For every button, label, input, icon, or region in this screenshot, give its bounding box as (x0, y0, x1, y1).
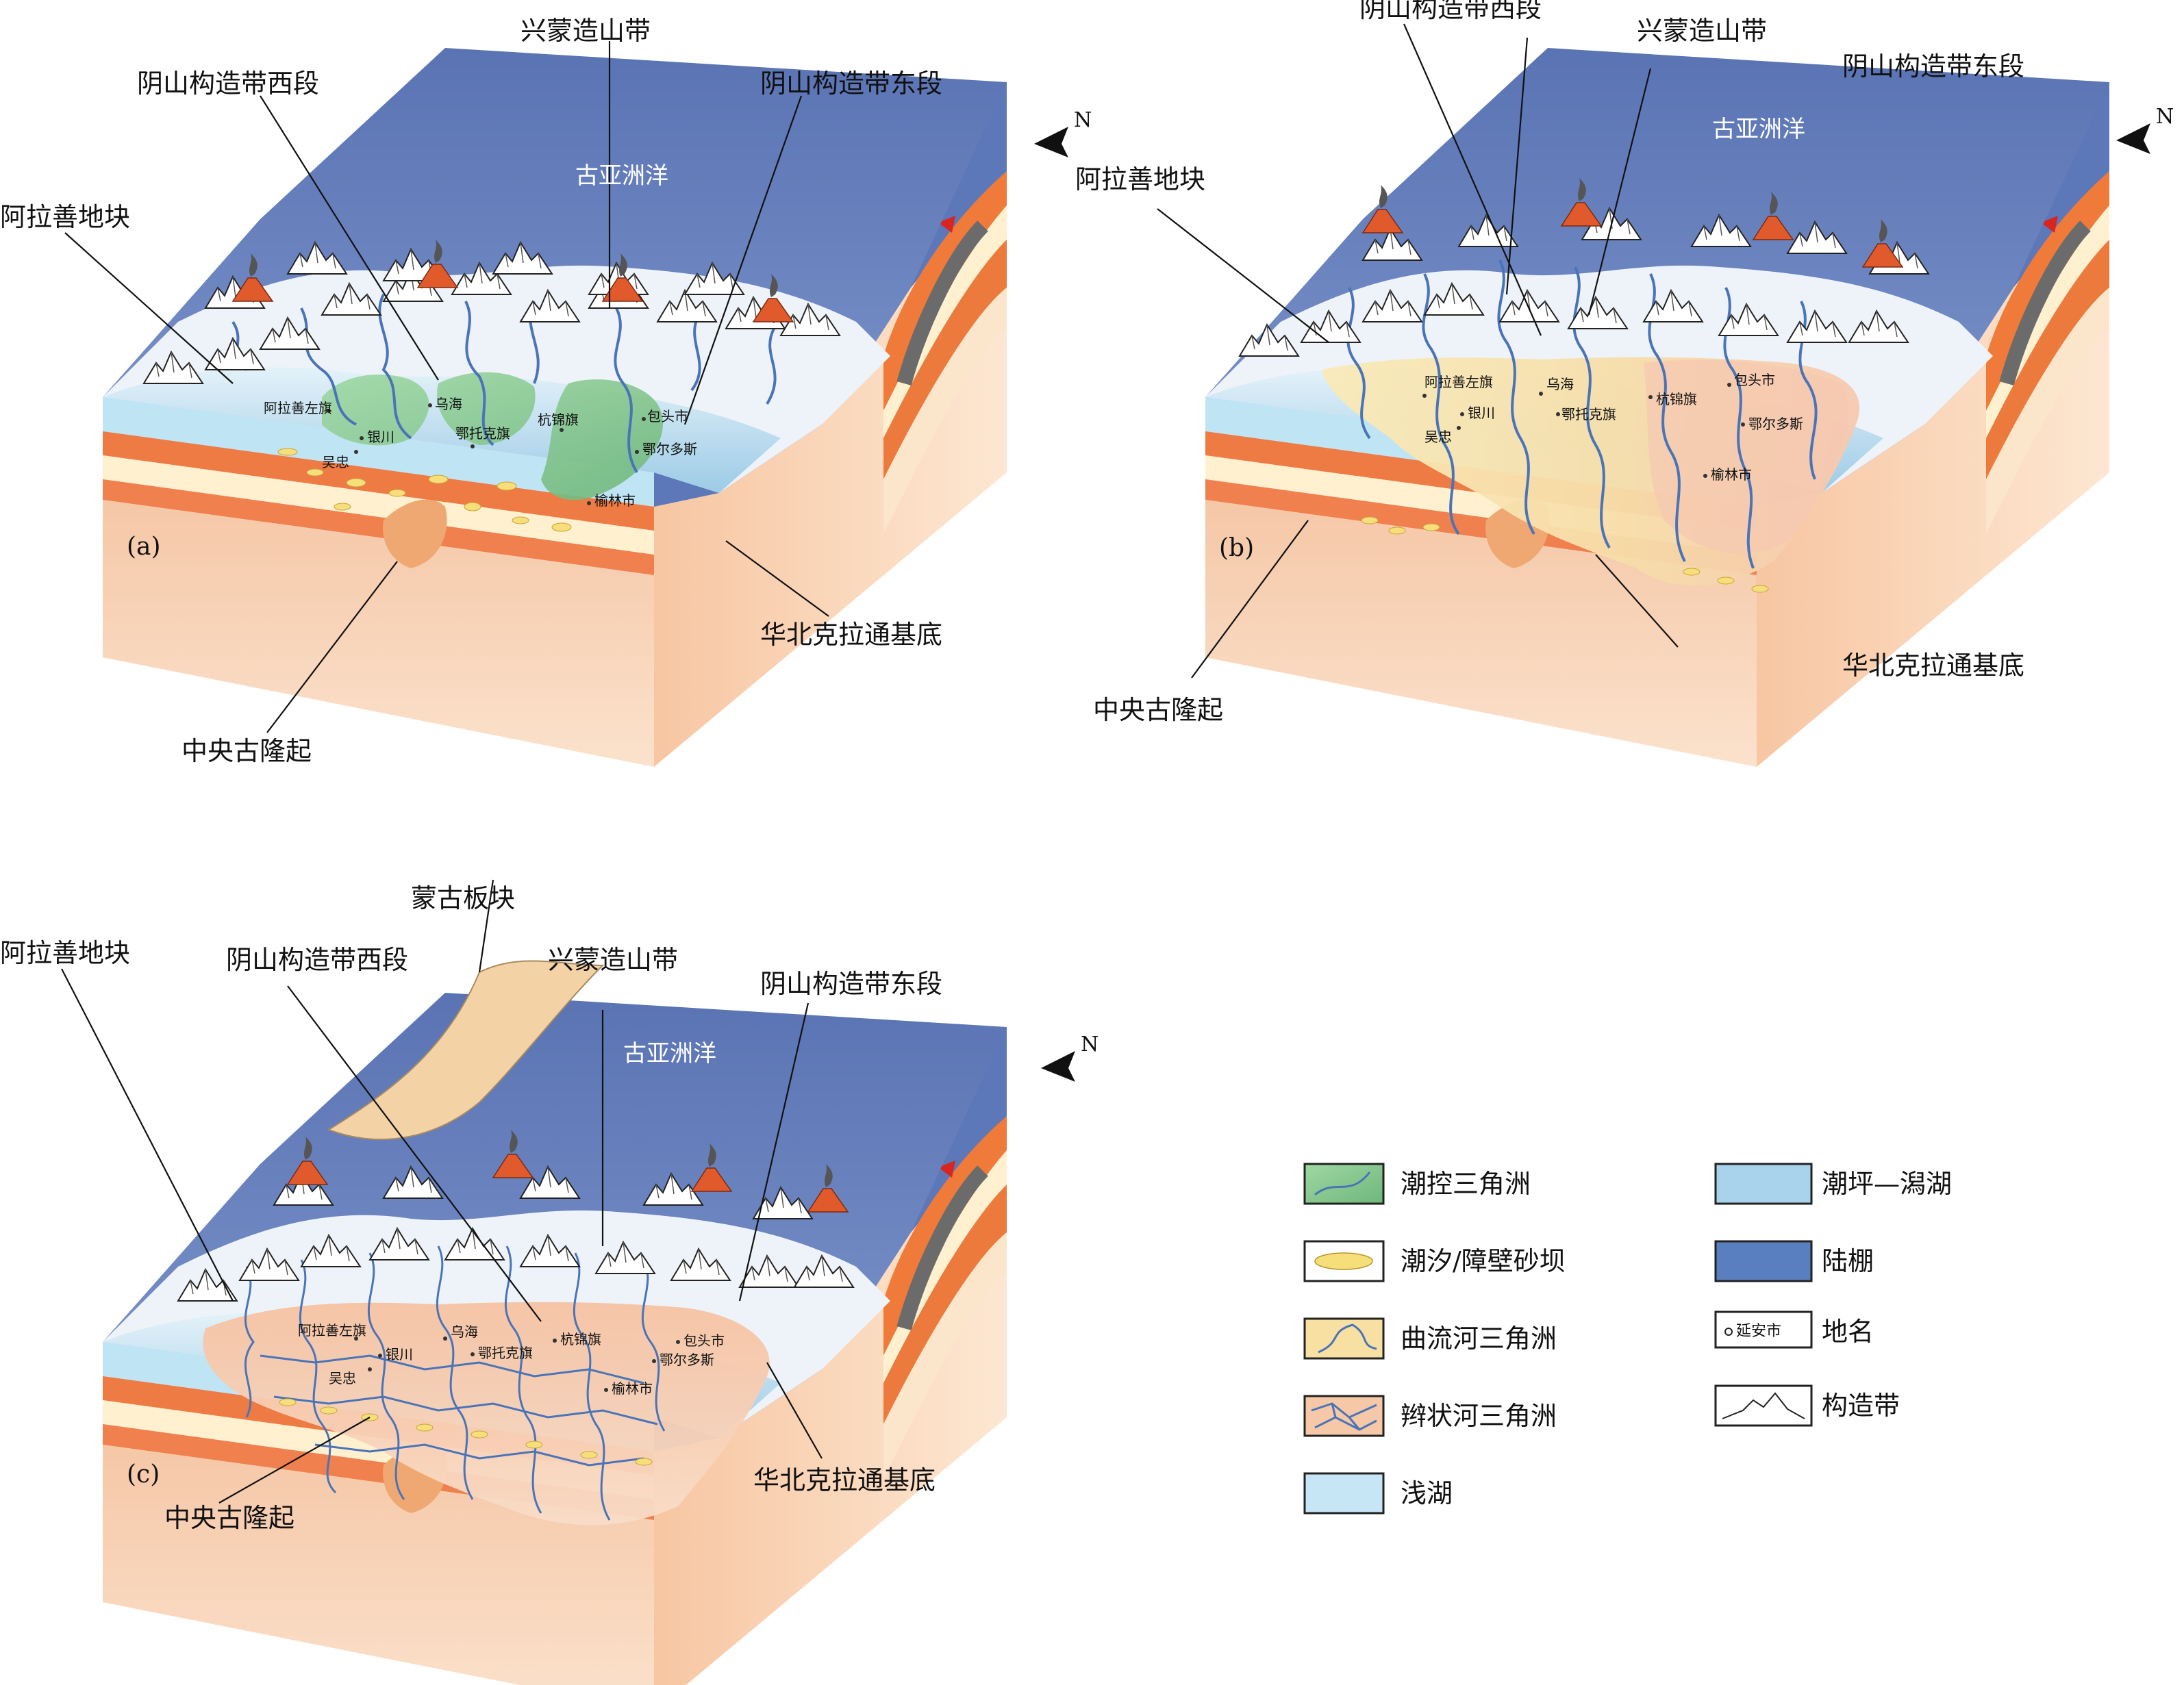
ocean-label-c: 古亚洲洋 (623, 1040, 716, 1067)
svg-text:潮控三角洲: 潮控三角洲 (1401, 1169, 1531, 1199)
label-xingmeng-c: 兴蒙造山带 (548, 945, 678, 975)
legend-item-shallow-lake: 浅湖 (1303, 1472, 1453, 1515)
north-arrow-a: N (1034, 108, 1092, 157)
svg-text:潮汐/障壁砂坝: 潮汐/障壁砂坝 (1401, 1246, 1566, 1276)
label-mongolia-c: 蒙古板块 (411, 883, 515, 913)
panel-c: 阿拉善左旗 乌海 银川 吴忠 鄂托克旗 杭锦旗 包头市 鄂尔多斯 榆林市 (0, 879, 1099, 1685)
city-yulin-a: 榆林市 (594, 492, 636, 509)
svg-text:N: N (1074, 108, 1092, 132)
svg-text:N: N (2156, 105, 2174, 129)
north-arrow-b: N (2116, 105, 2174, 154)
label-yinshan-west-c: 阴山构造带西段 (226, 945, 408, 975)
label-alashan-c: 阿拉善地块 (0, 938, 130, 968)
city-hangjin-c: 杭锦旗 (560, 1331, 601, 1347)
legend-item-tidal-bar: 潮汐/障壁砂坝 (1303, 1240, 1566, 1282)
svg-text:辫状河三角洲: 辫状河三角洲 (1401, 1401, 1557, 1431)
svg-text:曲流河三角洲: 曲流河三角洲 (1401, 1323, 1557, 1354)
label-basement-b: 华北克拉通基底 (1842, 650, 2024, 681)
city-yinchuan-b: 银川 (1468, 405, 1495, 421)
tidal-delta-area (322, 372, 664, 501)
label-central-uplift-c: 中央古隆起 (164, 1503, 294, 1533)
leaders-c (61, 879, 823, 1504)
legend: 潮控三角洲 潮汐/障壁砂坝 曲流河三角洲 辫状河三角洲 浅湖 潮坪—潟湖 (1303, 1163, 1952, 1515)
label-yinshan-west-a: 阴山构造带西段 (137, 68, 319, 99)
cities-c: 阿拉善左旗 乌海 银川 吴忠 鄂托克旗 杭锦旗 包头市 鄂尔多斯 榆林市 (298, 1322, 725, 1397)
city-alxa-left-b: 阿拉善左旗 (1424, 374, 1493, 390)
north-arrow-c: N (1041, 1032, 1099, 1082)
city-yulin-c: 榆林市 (612, 1380, 653, 1397)
ocean-label-b: 古亚洲洋 (1712, 116, 1805, 143)
sand-bars-a (277, 448, 572, 532)
cities-b: 阿拉善左旗 乌海 银川 吴忠 鄂托克旗 杭锦旗 包头市 鄂尔多斯 榆林市 (1422, 372, 1803, 483)
leaders-a (64, 41, 829, 733)
city-ordos-b: 鄂尔多斯 (1748, 416, 1803, 432)
city-hangjin-a: 杭锦旗 (538, 411, 579, 428)
svg-text:浅湖: 浅湖 (1401, 1478, 1453, 1508)
label-yinshan-east-b: 阴山构造带东段 (1842, 51, 2024, 81)
city-baotou-a: 包头市 (647, 408, 688, 425)
svg-text:潮坪—潟湖: 潮坪—潟湖 (1822, 1169, 1952, 1199)
mongolia-plate (327, 960, 605, 1141)
city-ordos-c: 鄂尔多斯 (660, 1352, 714, 1368)
city-ordos-a: 鄂尔多斯 (642, 441, 697, 457)
panel-tag-b: (b) (1219, 534, 1254, 562)
label-alashan-a: 阿拉善地块 (0, 202, 130, 232)
city-yulin-b: 榆林市 (1711, 466, 1752, 483)
label-yinshan-west-b: 阴山构造带西段 (1359, 0, 1542, 23)
svg-text:N: N (1081, 1032, 1099, 1056)
svg-text:陆棚: 陆棚 (1822, 1246, 1874, 1276)
city-etuoke-b: 鄂托克旗 (1561, 406, 1616, 422)
panel-b: 阿拉善左旗 乌海 银川 吴忠 鄂托克旗 杭锦旗 包头市 鄂尔多斯 榆林市 (1075, 0, 2174, 767)
label-xingmeng-a: 兴蒙造山带 (520, 16, 651, 46)
panel-a: 阿拉善左旗 乌海 银川 吴忠 鄂托克旗 杭锦旗 包头市 鄂尔多斯 榆林市 (0, 16, 1092, 767)
braided-delta-area-b (1644, 359, 1848, 554)
city-wuzhong-a: 吴忠 (322, 454, 349, 470)
city-wuhai-a: 乌海 (435, 396, 462, 412)
legend-item-place: 延安市 地名 (1714, 1310, 1874, 1349)
city-baotou-c: 包头市 (683, 1332, 725, 1349)
panel-tag-c: (c) (127, 1460, 160, 1488)
svg-text:地名: 地名 (1822, 1317, 1874, 1347)
sand-bars-b (1361, 516, 1769, 593)
legend-item-shelf: 陆棚 (1714, 1240, 1874, 1282)
legend-item-braided-delta: 辫状河三角洲 (1303, 1395, 1557, 1437)
label-yinshan-east-a: 阴山构造带东段 (760, 68, 942, 99)
city-baotou-b: 包头市 (1734, 372, 1775, 388)
label-yinshan-east-c: 阴山构造带东段 (760, 969, 942, 999)
ocean-label-a: 古亚洲洋 (575, 162, 668, 190)
city-yinchuan-c: 银川 (386, 1346, 413, 1363)
legend-item-meander-delta: 曲流河三角洲 (1303, 1317, 1557, 1360)
panel-tag-a: (a) (127, 533, 161, 561)
label-xingmeng-b: 兴蒙造山带 (1637, 16, 1767, 46)
svg-text:构造带: 构造带 (1822, 1391, 1900, 1421)
city-etuoke-a: 鄂托克旗 (455, 425, 510, 442)
city-hangjin-b: 杭锦旗 (1656, 391, 1697, 407)
city-wuhai-b: 乌海 (1546, 376, 1574, 392)
label-basement-a: 华北克拉通基底 (760, 620, 942, 650)
label-central-uplift-a: 中央古隆起 (181, 736, 312, 766)
legend-item-tidal-delta: 潮控三角洲 (1303, 1163, 1531, 1205)
city-etuoke-c: 鄂托克旗 (478, 1345, 533, 1361)
legend-place-sample: 延安市 (1736, 1323, 1781, 1340)
city-wuhai-c: 乌海 (451, 1323, 478, 1340)
city-yinchuan-a: 银川 (367, 429, 394, 445)
rivers-c (244, 1245, 666, 1521)
city-alxa-left-a: 阿拉善左旗 (264, 400, 332, 416)
label-central-uplift-b: 中央古隆起 (1093, 695, 1223, 725)
city-wuzhong-c: 吴忠 (329, 1370, 356, 1386)
legend-item-orogen: 构造带 (1714, 1384, 1900, 1427)
label-alashan-b: 阿拉善地块 (1075, 164, 1205, 194)
sand-bars-c (279, 1398, 653, 1466)
city-alxa-left-c: 阿拉善左旗 (298, 1322, 366, 1339)
city-wuzhong-b: 吴忠 (1424, 429, 1452, 445)
legend-item-tidal-flat: 潮坪—潟湖 (1714, 1163, 1952, 1205)
label-basement-c: 华北克拉通基底 (753, 1465, 936, 1495)
leaders-b (1157, 23, 1679, 679)
cities-a: 阿拉善左旗 乌海 银川 吴忠 鄂托克旗 杭锦旗 包头市 鄂尔多斯 榆林市 (264, 396, 697, 509)
